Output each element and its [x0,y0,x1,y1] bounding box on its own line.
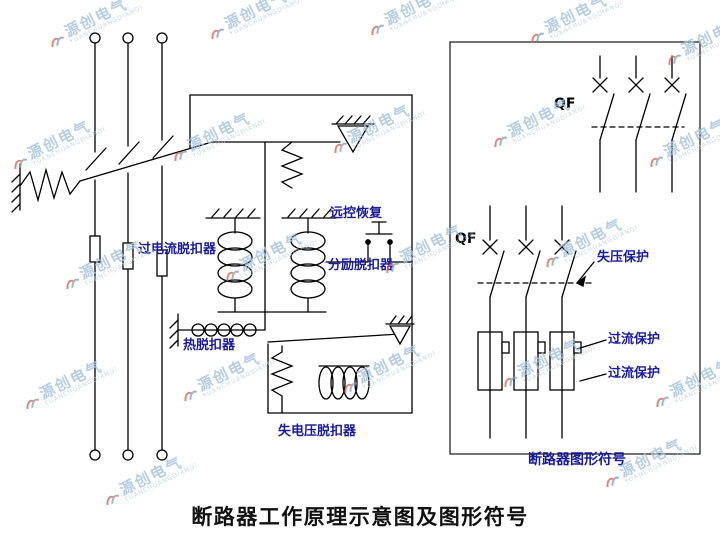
shunt-release-coil [217,208,337,313]
label-overcurrent-protection-lower: 过流保护 [608,366,661,381]
symbol-panel-border [449,41,701,455]
main-contacts [79,32,213,461]
breaker-symbol-bottom [477,205,607,439]
control-wiring [189,94,413,414]
overcurrent-release-coil [205,208,261,313]
designator-qf-top: QF [554,96,576,112]
label-undervoltage-protection: 失压保护 [597,250,650,265]
label-overcurrent-protection-upper: 过流保护 [608,332,661,347]
label-overcurrent-release: 过电流脱扣器 [138,242,217,257]
undervoltage-release [267,315,415,414]
label-thermal-release: 热脱扣器 [183,338,236,353]
panel-caption: 断路器图形符号 [528,452,626,468]
label-undervoltage-release: 失电压脱扣器 [278,424,357,439]
designator-qf-bottom: QF [455,231,477,247]
label-shunt-release: 分励脱扣器 [328,258,394,273]
page-title: 断路器工作原理示意图及图形符号 [191,505,529,529]
breaker-symbol-top [591,55,687,193]
label-remote-recovery: 远控恢复 [330,206,383,221]
thermal-release [169,313,266,349]
operating-mechanism [211,115,375,331]
opening-spring [11,163,81,213]
